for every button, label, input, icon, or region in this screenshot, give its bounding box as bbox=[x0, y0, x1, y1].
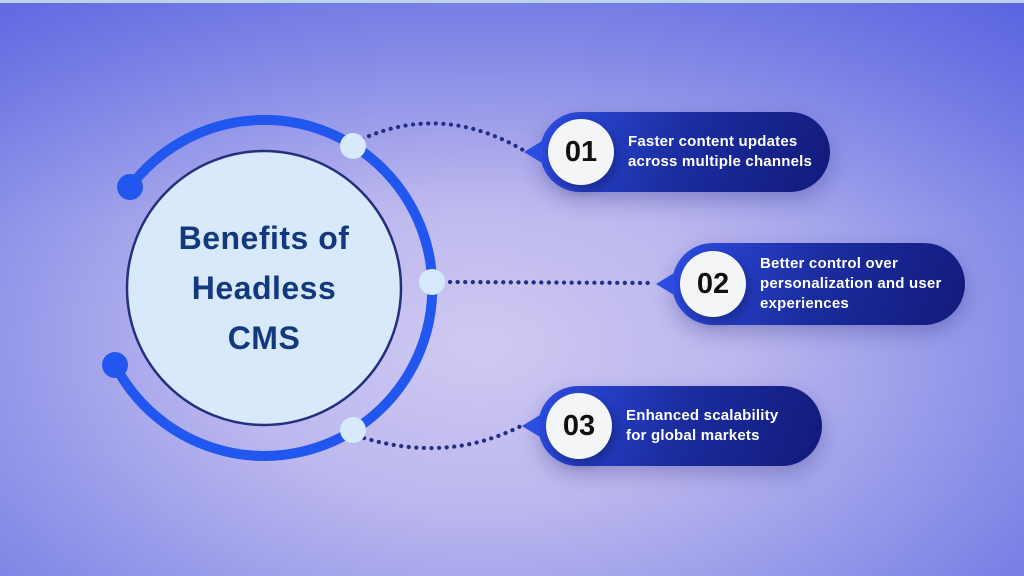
benefit-item-3: 03 Enhanced scalability for global marke… bbox=[522, 386, 822, 466]
title-line-1: Benefits of bbox=[178, 220, 350, 256]
ring-node-dot-3 bbox=[340, 417, 366, 443]
benefit-item-1: 01 Faster content updates across multipl… bbox=[524, 112, 830, 192]
arc-endpoint-dot-top bbox=[117, 174, 143, 200]
arc-endpoint-dot-bottom bbox=[102, 352, 128, 378]
center-circle bbox=[125, 149, 403, 427]
item-text-2: Better control over personalization and … bbox=[760, 254, 942, 314]
ring-node-dot-1 bbox=[340, 133, 366, 159]
title-line-2: Headless bbox=[191, 270, 337, 306]
item-text-line: Faster content updates bbox=[628, 133, 798, 150]
dotted-connector-3 bbox=[361, 423, 524, 451]
item-text-line: for global markets bbox=[626, 427, 760, 444]
center-circle-title: Benefits of Headless CMS bbox=[114, 213, 414, 363]
item-text-line: experiences bbox=[760, 295, 849, 312]
ring-node-dot-2 bbox=[419, 269, 445, 295]
item-text-line: Better control over bbox=[760, 255, 898, 272]
item-text-line: personalization and user bbox=[760, 275, 942, 292]
benefit-item-2: 02 Better control over personalization a… bbox=[656, 243, 965, 325]
item-text-line: Enhanced scalability bbox=[626, 407, 779, 424]
item-text-3: Enhanced scalability for global markets bbox=[626, 406, 778, 446]
item-number-badge-3: 03 bbox=[546, 393, 612, 459]
item-number-badge-2: 02 bbox=[680, 251, 746, 317]
item-text-line: across multiple channels bbox=[628, 153, 813, 170]
item-text-1: Faster content updates across multiple c… bbox=[628, 132, 812, 172]
top-edge-strip bbox=[0, 0, 1024, 3]
pill-pointer-1 bbox=[524, 141, 542, 163]
dotted-connector-2 bbox=[447, 279, 658, 286]
outer-ring-arc bbox=[110, 115, 438, 461]
pill-pointer-2 bbox=[656, 273, 674, 295]
dotted-connector-1 bbox=[359, 121, 526, 153]
pill-pointer-3 bbox=[522, 415, 540, 437]
title-line-3: CMS bbox=[227, 320, 301, 356]
item-number-badge-1: 01 bbox=[548, 119, 614, 185]
